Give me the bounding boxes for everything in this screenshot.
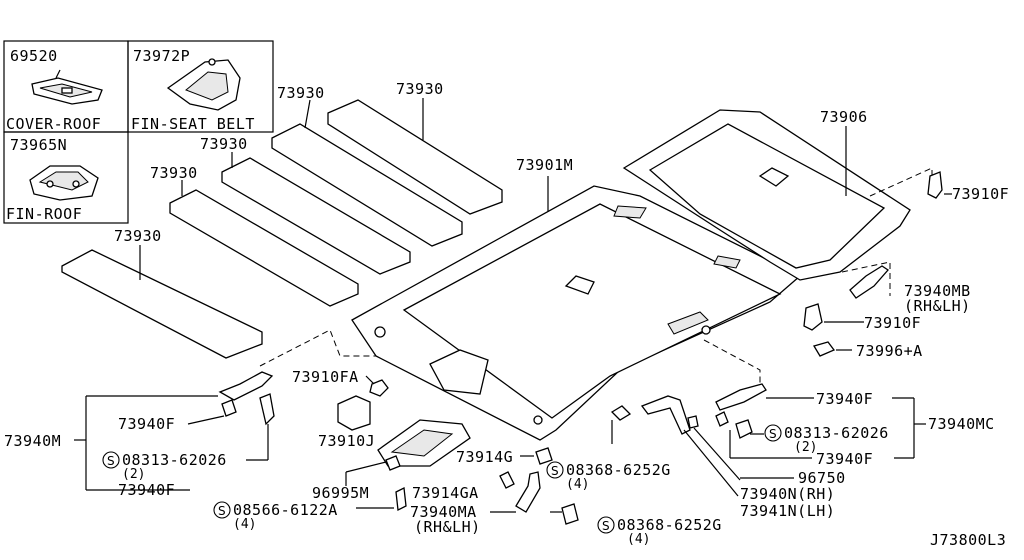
fin-seat-belt-part xyxy=(166,58,241,111)
label-73910fa: 73910FA xyxy=(292,368,359,386)
label-08566: 08566-6122A xyxy=(233,501,338,519)
label-qty4-mid: (4) xyxy=(566,477,589,492)
cover-roof-part xyxy=(31,69,103,105)
rear-light-hole xyxy=(758,167,790,187)
grip-73940mc xyxy=(715,383,767,411)
label-73914ga: 73914GA xyxy=(412,484,479,502)
label-73940mb-side: (RH&LH) xyxy=(904,297,971,315)
svg-text:S: S xyxy=(769,427,777,441)
label-73965n: 73965N xyxy=(10,136,67,154)
label-qty4-lower: (4) xyxy=(627,532,650,547)
center-parts: 73910FA 73910J 96995M S 08566-6122A (4) … xyxy=(213,368,722,547)
label-73940f-left-b: 73940F xyxy=(118,481,175,499)
s-mark-left xyxy=(102,451,120,469)
pad-2 xyxy=(271,123,463,247)
label-73996a: 73996+A xyxy=(856,342,923,360)
grip-73940ma xyxy=(515,471,541,513)
s-mark-08566 xyxy=(213,501,231,519)
label-fin-seat-belt: FIN-SEAT BELT xyxy=(131,115,255,133)
clip-73914ga xyxy=(499,471,515,489)
fin-roof-part xyxy=(29,165,99,201)
label-73930-b: 73930 xyxy=(277,84,325,102)
headlining-bracket xyxy=(429,349,489,395)
label-73940ma: 73940MA xyxy=(410,503,477,521)
label-08313-right: 08313-62026 xyxy=(784,424,889,442)
svg-text:S: S xyxy=(107,454,115,468)
clip-73996a xyxy=(813,341,836,357)
insulator-pads: 73930 73930 73930 73930 73930 xyxy=(61,80,503,359)
label-73940f-left-a: 73940F xyxy=(118,415,175,433)
label-73906: 73906 xyxy=(820,108,868,126)
pad-73910j xyxy=(337,395,371,431)
label-73910f-b: 73910F xyxy=(864,314,921,332)
screw-08313-right xyxy=(735,419,753,439)
clip-73914g xyxy=(535,447,553,465)
dome-light-hole xyxy=(564,275,595,295)
label-73940m: 73940M xyxy=(4,432,61,450)
pad-3 xyxy=(221,157,411,275)
label-08368-mid: 08368-6252G xyxy=(566,461,671,479)
label-qty2-left: (2) xyxy=(122,467,145,482)
label-08313-left: 08313-62026 xyxy=(122,451,227,469)
screw-08566 xyxy=(395,487,407,511)
right-parts: 73910F 73940MB (RH&LH) 73910F 73996+A xyxy=(803,167,1009,360)
label-73940mb: 73940MB xyxy=(904,282,971,300)
right-lower-assembly: 96750 73940N(RH) 73941N(LH) 73940F S 083… xyxy=(610,339,995,520)
label-73930-e: 73930 xyxy=(114,227,162,245)
label-qty2-right: (2) xyxy=(794,440,817,455)
label-qty4-08566: (4) xyxy=(233,517,256,532)
label-73972p: 73972P xyxy=(133,47,190,65)
label-73940f-right-b: 73940F xyxy=(816,450,873,468)
svg-text:S: S xyxy=(551,464,559,478)
label-73940mc: 73940MC xyxy=(928,415,995,433)
clip-73910f-top xyxy=(927,171,943,199)
s-mark-08368-mid xyxy=(546,461,564,479)
label-73941n: 73941N(LH) xyxy=(740,502,835,520)
label-96750: 96750 xyxy=(798,469,846,487)
clip-73910fa xyxy=(369,379,389,397)
label-73930-c: 73930 xyxy=(200,135,248,153)
s-mark-08368-lower xyxy=(597,516,615,534)
label-fin-roof: FIN-ROOF xyxy=(6,205,82,223)
label-73940n: 73940N(RH) xyxy=(740,485,835,503)
clip-96750-a xyxy=(610,405,632,421)
label-73914g: 73914G xyxy=(456,448,513,466)
grip-73940m xyxy=(218,371,274,401)
pad-4 xyxy=(169,189,359,307)
svg-text:S: S xyxy=(602,519,610,533)
label-73901m: 73901M xyxy=(516,156,573,174)
label-73930-a: 73930 xyxy=(396,80,444,98)
headlining-main: 73901M xyxy=(351,156,802,441)
clip-73910f-mid xyxy=(803,303,823,331)
inset-box-fin-seat-belt xyxy=(127,40,274,133)
label-96995m: 96995M xyxy=(312,484,369,502)
left-assembly: 73940M 73940F S 08313-62026 (2) 73940F xyxy=(4,329,376,499)
label-69520: 69520 xyxy=(10,47,58,65)
clip-96750-b xyxy=(687,415,699,429)
label-73940ma-side: (RH&LH) xyxy=(414,518,481,536)
screw-08368-lower xyxy=(561,503,579,525)
label-73940f-right-a: 73940F xyxy=(816,390,873,408)
grip-73940n xyxy=(640,395,691,435)
headlining-rear: 73906 xyxy=(622,108,911,281)
svg-text:S: S xyxy=(218,504,226,518)
grip-73940mb xyxy=(849,265,889,299)
label-73910f-a: 73910F xyxy=(952,185,1009,203)
inset-boxes: 69520 COVER-ROOF 73972P FIN-SEAT BELT 73… xyxy=(3,40,274,224)
pad-5 xyxy=(61,249,263,359)
pad-1 xyxy=(327,99,503,215)
s-mark-right xyxy=(764,424,782,442)
inset-box-fin-roof xyxy=(3,131,129,224)
screw-08313-left xyxy=(259,393,275,426)
label-73930-d: 73930 xyxy=(150,164,198,182)
label-cover-roof: COVER-ROOF xyxy=(6,115,101,133)
diagram-code: J73800L3 xyxy=(930,531,1006,549)
label-08368-lower: 08368-6252G xyxy=(617,516,722,534)
label-73910j: 73910J xyxy=(318,432,375,450)
